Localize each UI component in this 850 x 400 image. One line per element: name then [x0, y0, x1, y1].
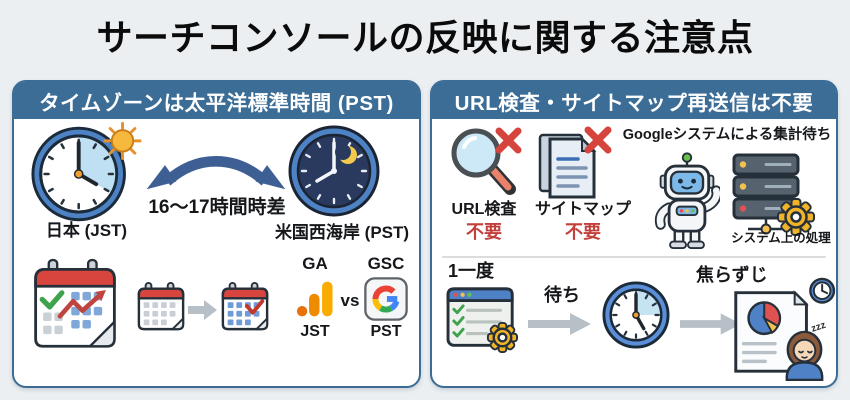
sun-icon [103, 121, 142, 160]
red-x-icon [584, 126, 612, 154]
resubmission-panel-header: URL検査・サイトマップ再送信は不要 [432, 82, 836, 119]
mini-clock-icon [809, 277, 836, 304]
sitemap-label: サイトマップ [534, 201, 631, 218]
google-g-logo-icon [364, 277, 408, 321]
gsc-title: GSC [367, 254, 405, 273]
time-diff-label: 16〜17時間時差 [148, 197, 286, 218]
ga-logo-icon [296, 277, 336, 321]
resubmission-panel-body: URL検査 不要 サイトマップ 不要 Googleシステムによる集計待 [432, 119, 836, 386]
pie-chart-icon [747, 301, 782, 336]
us-clock-label: 米国西海岸 (PST) [274, 223, 410, 242]
wait-label: 待ち [544, 285, 580, 305]
server-gear-icon [728, 151, 816, 243]
japan-clock-label: 日本 (JST) [45, 221, 128, 240]
timezone-panel: タイムゾーンは太平洋標準時間 (PST) [12, 80, 421, 388]
resubmission-panel: URL検査・サイトマップ再送信は不要 URL検査 不要 [430, 80, 838, 388]
ga-timezone-label: JST [300, 323, 330, 340]
moon-icon [335, 144, 357, 164]
magnifier-x-icon [446, 125, 522, 199]
sleeping-person-icon [785, 330, 824, 381]
sitemap-docs-x-icon [534, 125, 612, 203]
once-label: 1一度 [448, 261, 495, 281]
timezone-panel-header: タイムゾーンは太平洋標準時間 (PST) [14, 82, 419, 119]
robot-icon [654, 151, 720, 250]
day-clock-icon [30, 121, 142, 225]
calendar-stats-icon [30, 257, 120, 353]
wait-clock-icon [602, 281, 670, 349]
timezone-panel-body: 日本 (JST) 16〜17時間時差 米国西海岸 (PST) [14, 119, 419, 386]
gear-icon [486, 321, 519, 354]
section-divider [442, 256, 826, 258]
browser-checklist-gear-icon [446, 285, 522, 355]
arrow-right-icon [680, 311, 742, 337]
arrow-right-icon [528, 311, 592, 337]
sitemap-status: 不要 [565, 222, 601, 242]
url-inspection-label: URL検査 [451, 201, 517, 218]
red-x-icon [495, 127, 522, 154]
report-sleeping-user-icon: zzz [718, 275, 836, 381]
aggregation-heading: Googleシステムによる集計待ち [622, 127, 832, 143]
gsc-timezone-label: PST [370, 323, 402, 340]
calendar-check-icon [220, 282, 270, 332]
relax-label: 焦らずじ [696, 265, 768, 285]
system-processing-label: システム上の処理 [731, 231, 831, 245]
ga-title: GA [302, 254, 328, 273]
calendar-blank-icon [136, 282, 186, 332]
url-inspection-status: 不要 [466, 222, 502, 242]
zzz-text: zzz [810, 320, 827, 335]
vs-label: vs [340, 291, 360, 310]
gear-icon [777, 198, 815, 236]
night-clock-icon [288, 125, 380, 217]
arrow-right-icon [188, 299, 218, 321]
page-title: サーチコンソールの反映に関する注意点 [96, 17, 754, 58]
swap-arrow-icon [142, 143, 290, 195]
